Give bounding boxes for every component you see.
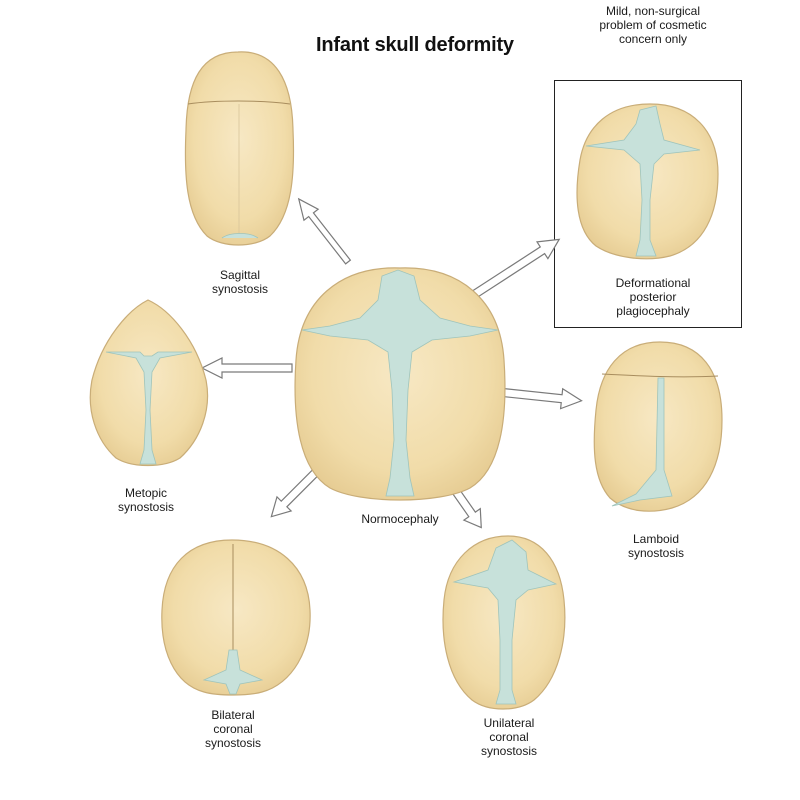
skull-unilateral-coronal-synostosis bbox=[443, 536, 565, 709]
label-line: coronal bbox=[454, 730, 564, 744]
label-unilateral-coronal-synostosis: Unilateral coronal synostosis bbox=[454, 716, 564, 758]
label-line: synostosis bbox=[183, 736, 283, 750]
label-line: Lamboid bbox=[606, 532, 706, 546]
label-line: plagiocephaly bbox=[598, 304, 708, 318]
label-line: Bilateral bbox=[183, 708, 283, 722]
label-line: synostosis bbox=[606, 546, 706, 560]
label-normocephaly: Normocephaly bbox=[340, 512, 460, 526]
label-sagittal-synostosis: Sagittal synostosis bbox=[190, 268, 290, 296]
label-line: coronal bbox=[183, 722, 283, 736]
label-lamboid-synostosis: Lamboid synostosis bbox=[606, 532, 706, 560]
label-line: Unilateral bbox=[454, 716, 564, 730]
label-bilateral-coronal-synostosis: Bilateral coronal synostosis bbox=[183, 708, 283, 750]
arrow-to-sagittal bbox=[292, 193, 355, 267]
label-line: Normocephaly bbox=[340, 512, 460, 526]
arrow-to-lamboid bbox=[497, 382, 583, 411]
label-line: synostosis bbox=[454, 744, 564, 758]
label-line: Metopic bbox=[96, 486, 196, 500]
label-metopic-synostosis: Metopic synostosis bbox=[96, 486, 196, 514]
label-deformational-plagiocephaly: Deformational posterior plagiocephaly bbox=[598, 276, 708, 318]
skull-normocephaly bbox=[295, 268, 505, 500]
skull-metopic-synostosis bbox=[90, 300, 207, 466]
label-line: synostosis bbox=[190, 282, 290, 296]
skull-bilateral-coronal-synostosis bbox=[162, 540, 310, 695]
skull-lamboid-synostosis bbox=[594, 342, 722, 511]
label-line: posterior bbox=[598, 290, 708, 304]
label-line: Deformational bbox=[598, 276, 708, 290]
arrow-to-metopic bbox=[202, 358, 292, 378]
arrow-to-deformational bbox=[467, 231, 565, 304]
label-line: synostosis bbox=[96, 500, 196, 514]
label-line: Sagittal bbox=[190, 268, 290, 282]
skull-sagittal-synostosis bbox=[185, 52, 293, 245]
skull-deformational-plagiocephaly bbox=[577, 104, 718, 259]
